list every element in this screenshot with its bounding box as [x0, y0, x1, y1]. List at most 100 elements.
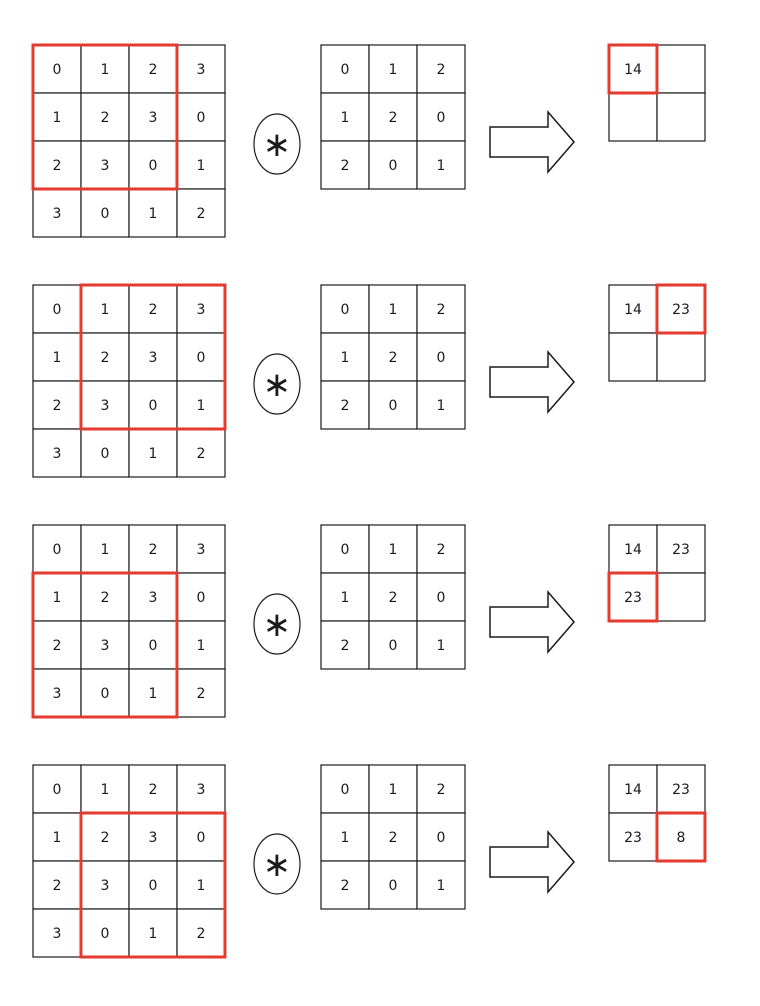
kernel-matrix-value: 2 [437, 782, 446, 798]
input-matrix-value: 2 [197, 206, 206, 222]
kernel-matrix-value: 0 [341, 302, 350, 318]
input-matrix-cell [32, 428, 82, 478]
kernel-matrix-cell [416, 44, 466, 94]
input-matrix-cell [128, 668, 178, 718]
kernel-matrix-value: 1 [389, 542, 398, 558]
input-matrix-value: 1 [53, 110, 62, 126]
output-matrix-cell [656, 44, 706, 94]
output-matrix-value: 14 [624, 542, 642, 558]
input-matrix-value: 0 [53, 62, 62, 78]
input-matrix-cell [80, 668, 130, 718]
input-matrix-value: 0 [101, 926, 110, 942]
input-matrix-cell [80, 140, 130, 190]
output-matrix-cell [656, 524, 706, 574]
sliding-window-highlight [79, 283, 227, 431]
kernel-matrix-value: 2 [341, 638, 350, 654]
input-matrix-value: 2 [53, 638, 62, 654]
operator-symbol: ∗ [263, 365, 292, 405]
input-matrix-value: 2 [101, 350, 110, 366]
kernel-matrix-value: 2 [389, 110, 398, 126]
kernel-matrix-value: 0 [437, 830, 446, 846]
output-matrix: 14 [607, 43, 706, 142]
input-matrix-cell [32, 188, 82, 238]
kernel-matrix-value: 0 [341, 542, 350, 558]
operator-ellipse [253, 833, 301, 895]
kernel-matrix-cell [320, 44, 370, 94]
input-matrix-cell [80, 428, 130, 478]
input-matrix-value: 0 [53, 782, 62, 798]
input-matrix-value: 0 [101, 446, 110, 462]
output-cell-highlight [655, 811, 707, 863]
kernel-matrix-cell [416, 524, 466, 574]
operator-symbol: ∗ [263, 845, 292, 885]
kernel-matrix-value: 2 [389, 830, 398, 846]
output-matrix-cell [656, 764, 706, 814]
kernel-matrix-value: 0 [389, 398, 398, 414]
convolution-operator-icon: ∗ [253, 113, 301, 175]
input-matrix-value: 2 [53, 158, 62, 174]
kernel-matrix-cell [320, 812, 370, 862]
input-matrix-value: 3 [101, 638, 110, 654]
kernel-matrix-value: 0 [389, 158, 398, 174]
input-matrix-cell [176, 620, 226, 670]
kernel-matrix-value: 2 [341, 398, 350, 414]
input-matrix-value: 0 [197, 830, 206, 846]
input-matrix-value: 1 [101, 542, 110, 558]
input-matrix-cell [80, 524, 130, 574]
input-matrix-cell [80, 92, 130, 142]
operator-ellipse [253, 113, 301, 175]
input-matrix-value: 0 [101, 686, 110, 702]
operator-ellipse [253, 593, 301, 655]
input-matrix-value: 0 [149, 398, 158, 414]
input-matrix-value: 0 [101, 206, 110, 222]
kernel-matrix-value: 2 [389, 350, 398, 366]
input-matrix-value: 3 [197, 62, 206, 78]
kernel-matrix-value: 2 [341, 158, 350, 174]
input-matrix-value: 2 [197, 686, 206, 702]
input-matrix-value: 2 [149, 302, 158, 318]
input-matrix-cell [128, 812, 178, 862]
input-matrix-value: 0 [53, 542, 62, 558]
input-matrix-cell [176, 44, 226, 94]
kernel-matrix-cell [416, 92, 466, 142]
kernel-matrix-cell [368, 764, 418, 814]
kernel-matrix-value: 2 [341, 878, 350, 894]
right-arrow-icon [489, 109, 575, 175]
operator-symbol: ∗ [263, 125, 292, 165]
output-matrix-value: 23 [624, 830, 642, 846]
input-matrix-value: 3 [53, 446, 62, 462]
output-cell-highlight [607, 571, 659, 623]
input-matrix-value: 2 [101, 110, 110, 126]
input-matrix-cell [176, 428, 226, 478]
kernel-matrix-cell [320, 92, 370, 142]
input-matrix-value: 3 [149, 590, 158, 606]
input-matrix-value: 3 [53, 206, 62, 222]
kernel-matrix-value: 2 [437, 302, 446, 318]
input-matrix-cell [80, 44, 130, 94]
convolution-operator-icon: ∗ [253, 353, 301, 415]
kernel-matrix-value: 0 [437, 110, 446, 126]
kernel-matrix-value: 0 [389, 878, 398, 894]
output-matrix-cell [656, 284, 706, 334]
input-matrix-cell [80, 572, 130, 622]
input-matrix-value: 2 [197, 446, 206, 462]
input-matrix-value: 1 [101, 302, 110, 318]
input-matrix-value: 2 [197, 926, 206, 942]
kernel-matrix-value: 1 [437, 878, 446, 894]
input-matrix-value: 2 [101, 590, 110, 606]
input-matrix-value: 0 [197, 110, 206, 126]
convolution-operator-icon: ∗ [253, 593, 301, 655]
input-matrix-cell [176, 764, 226, 814]
input-matrix-value: 0 [149, 638, 158, 654]
input-matrix-cell [176, 812, 226, 862]
kernel-matrix-value: 1 [437, 638, 446, 654]
kernel-matrix-value: 1 [389, 782, 398, 798]
input-matrix-cell [32, 812, 82, 862]
kernel-matrix-cell [320, 380, 370, 430]
kernel-matrix-cell [368, 620, 418, 670]
